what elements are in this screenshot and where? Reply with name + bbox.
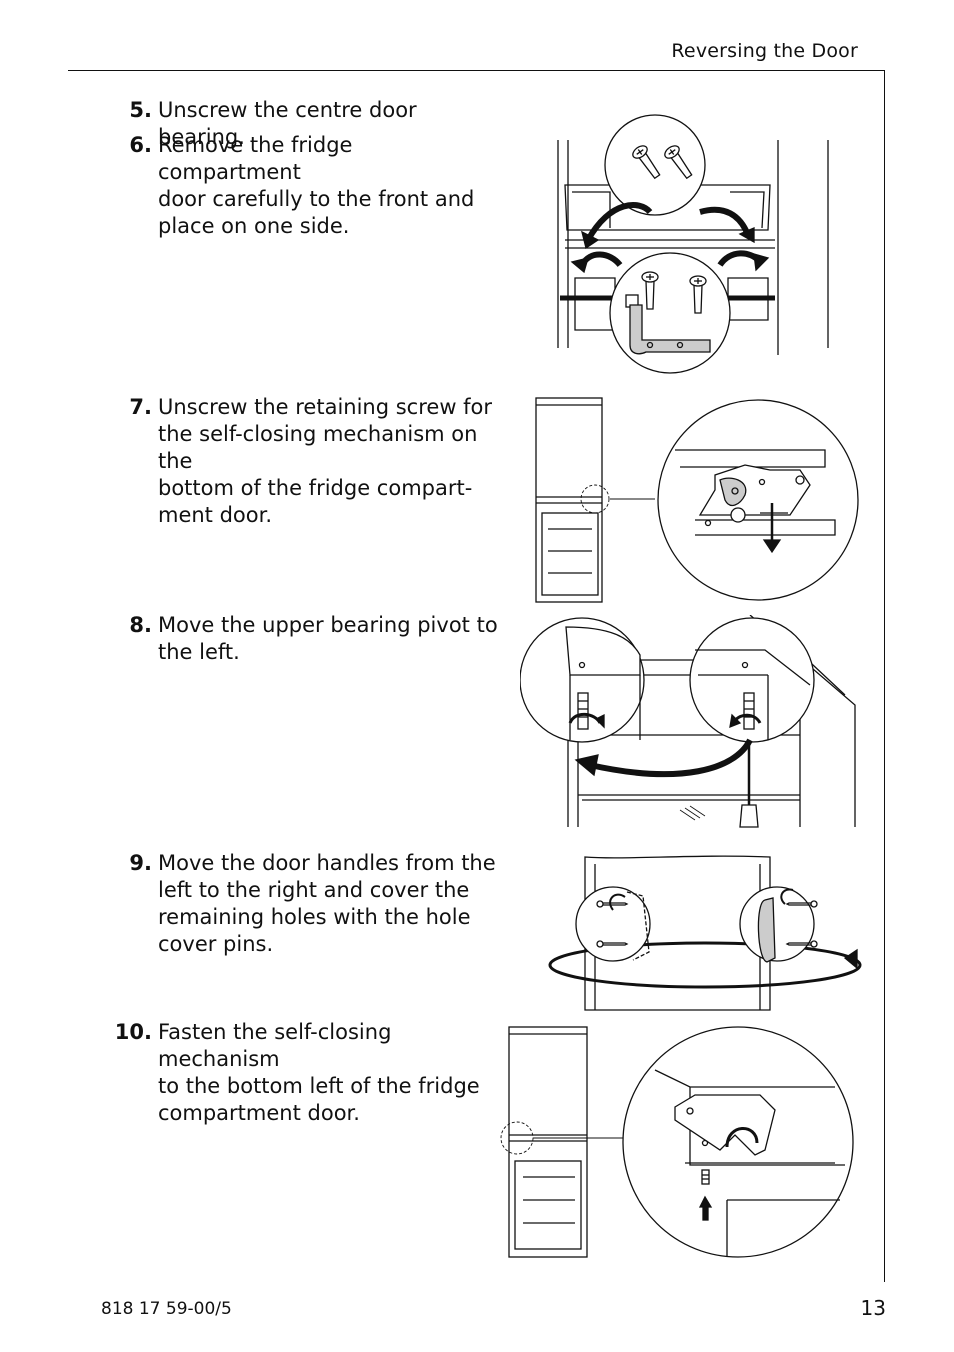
page-margin-rule: [884, 70, 885, 1282]
step-9: 9. Move the door handles from the left t…: [100, 850, 500, 958]
step-text: Move the upper bearing pivot to the left…: [158, 613, 498, 664]
door-handles-illustration: [545, 852, 865, 1017]
step-text: Move the door handles from the left to t…: [158, 851, 496, 956]
retaining-screw-illustration: [530, 395, 865, 610]
step-text: Unscrew the centre door bearing.: [158, 98, 417, 149]
step-number: 8.: [129, 613, 152, 637]
self-closing-mechanism-illustration: [495, 1025, 860, 1265]
step-text: Unscrew the retaining screw for the self…: [158, 395, 493, 527]
document-number: 818 17 59-00/5: [101, 1299, 232, 1319]
step-7: 7. Unscrew the retaining screw for the s…: [100, 394, 500, 529]
step-number: 7.: [129, 395, 152, 419]
step-text: Fasten the self-closing mechanism to the…: [158, 1020, 480, 1125]
step-10: 10. Fasten the self-closing mechanism to…: [100, 1019, 500, 1127]
step-6: 6. Remove the fridge compartment door ca…: [100, 132, 500, 240]
header-rule: [68, 70, 885, 71]
step-text: Remove the fridge compartment door caref…: [158, 133, 475, 238]
step-number: 10.: [114, 1020, 152, 1044]
section-title: Reversing the Door: [671, 40, 858, 62]
centre-bearing-illustration: [550, 100, 840, 375]
step-5: 5. Unscrew the centre door bearing.: [100, 97, 500, 151]
step-number: 9.: [129, 851, 152, 875]
upper-bearing-pivot-illustration: [520, 615, 860, 830]
page-number: 13: [860, 1296, 886, 1320]
step-number: 5.: [129, 98, 152, 122]
step-number: 6.: [129, 133, 152, 157]
step-8: 8. Move the upper bearing pivot to the l…: [100, 612, 500, 666]
